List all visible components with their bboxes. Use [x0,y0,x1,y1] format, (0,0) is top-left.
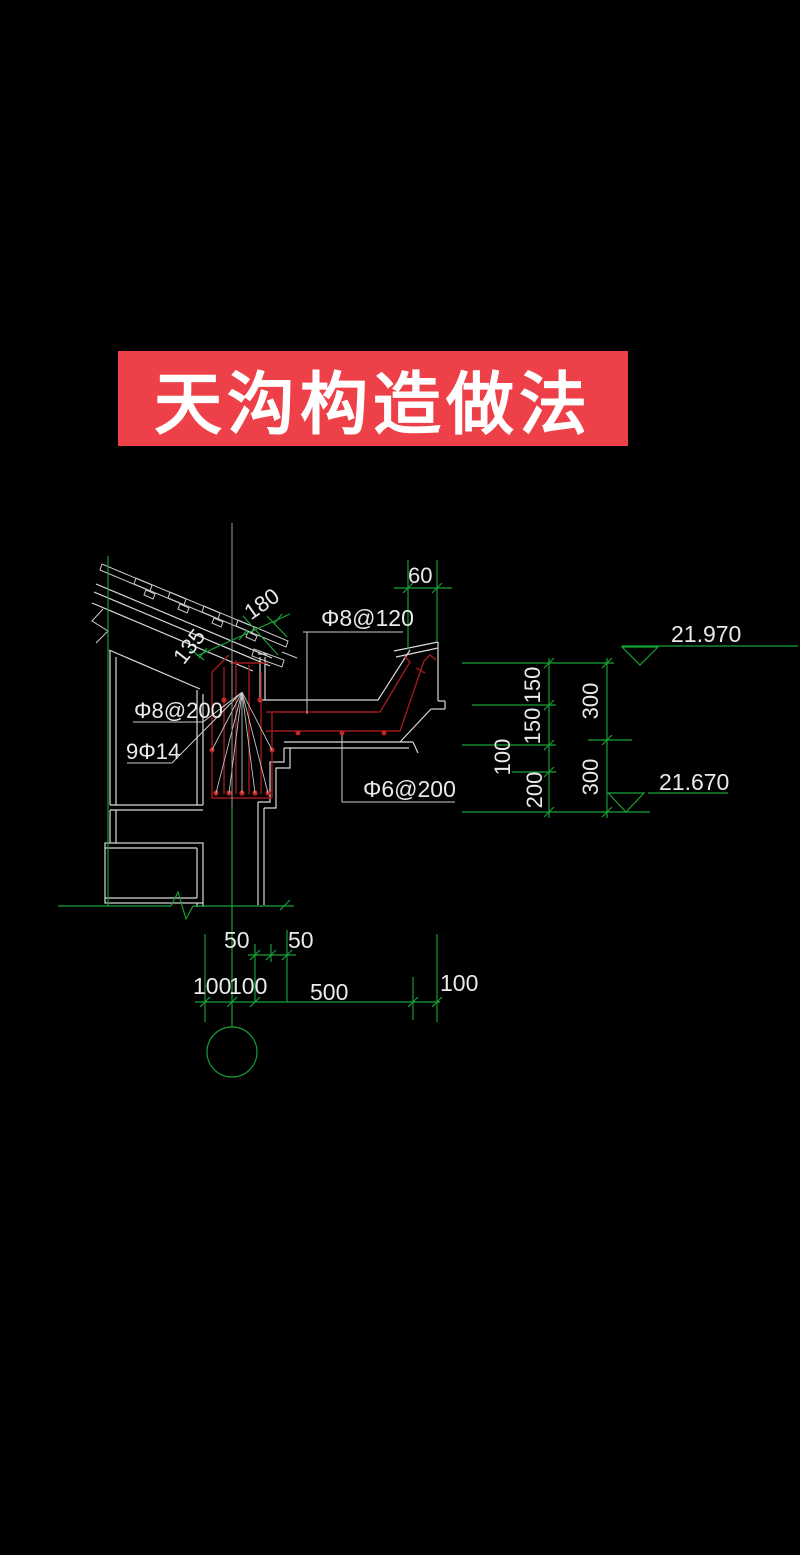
rebar [209,654,437,799]
title-banner: 天沟构造做法 [118,351,628,446]
dim-500: 500 [310,979,348,1005]
dim-300-b: 300 [578,759,603,796]
eave-tip [251,648,298,668]
dim-100-b: 100 [229,973,267,999]
dim-100-c: 100 [440,970,478,996]
roof-tiles [99,563,289,648]
dim-200-side: 200 [522,772,547,809]
elevation-top: 21.970 [671,621,741,647]
rebar-fan-lines [211,691,273,794]
dim-135: 135 [168,624,210,668]
elevation-bottom: 21.670 [659,769,729,795]
dim-50-a: 50 [224,927,250,953]
gutter-structure [257,641,446,905]
elevation-marker-bottom [606,792,728,813]
label-rebar-phi8-120: Φ8@120 [321,605,414,631]
break-line-icon [91,608,109,644]
dim-300-a: 300 [578,683,603,720]
page-title: 天沟构造做法 [153,367,592,443]
wall-structure [104,651,204,907]
dim-60: 60 [408,563,432,588]
ground-break-icon [170,890,194,921]
roof-slope-structure [91,563,298,690]
label-rebar-phi6-200: Φ6@200 [363,776,456,802]
label-rebar-phi8-200: Φ8@200 [134,698,223,723]
dim-150-b: 150 [520,708,545,745]
leader-lines [127,523,455,808]
grid-bubble [206,1026,258,1078]
dim-50-b: 50 [288,927,314,953]
elevation-marker-top [620,645,798,666]
dim-150-a: 150 [520,667,545,704]
dimension-lines [58,556,798,1078]
dim-100-side: 100 [490,739,515,776]
dim-180: 180 [239,583,283,625]
label-rebar-9phi14: 9Φ14 [126,739,180,764]
dim-100-a: 100 [193,973,231,999]
